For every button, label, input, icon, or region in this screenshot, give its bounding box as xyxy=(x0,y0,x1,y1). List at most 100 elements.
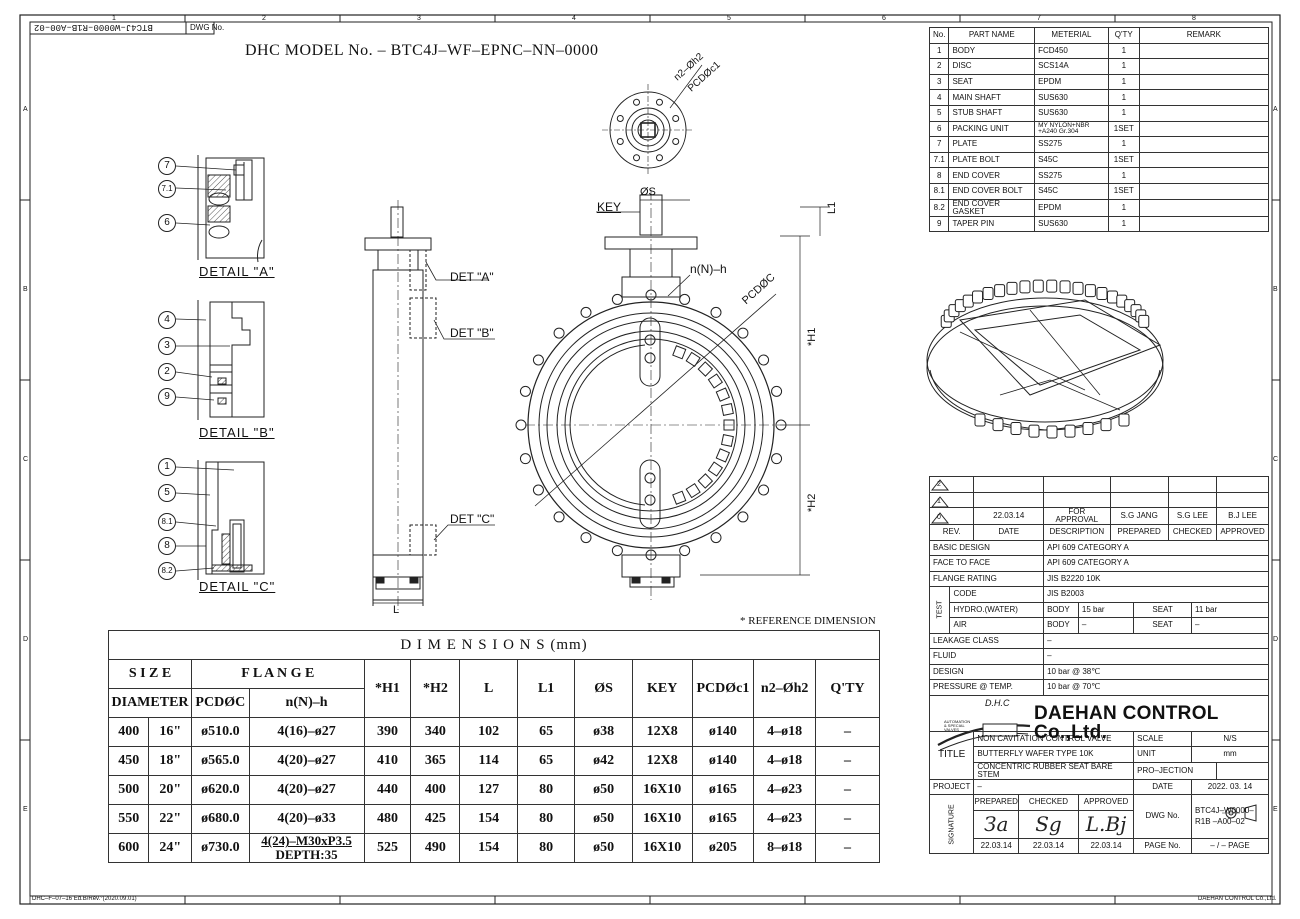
spec-label: BASIC DESIGN xyxy=(928,539,1045,556)
parts-cell: PLATE xyxy=(948,136,1036,153)
parts-cell: 5 xyxy=(928,104,950,122)
grid-row-d: D xyxy=(23,636,29,643)
cell: 400 xyxy=(410,775,461,805)
cell: 4–ø18 xyxy=(753,717,817,747)
cell: 440 xyxy=(363,775,412,805)
bolt-hole xyxy=(710,306,722,318)
bolt-hole xyxy=(679,545,691,557)
cell: – xyxy=(815,717,880,747)
spec-label: SEAT xyxy=(1133,601,1193,618)
bolt-hole xyxy=(519,385,531,397)
parts-cell: PLATE BOLT xyxy=(948,151,1036,169)
cell: 154 xyxy=(459,804,518,834)
page-label: PAGE No. xyxy=(1133,837,1193,854)
parts-cell xyxy=(1138,42,1270,60)
parts-cell xyxy=(1138,182,1270,200)
disc-tooth xyxy=(982,286,994,300)
cell: 600 xyxy=(107,833,150,863)
parts-cell: 7.1 xyxy=(928,151,950,169)
parts-cell: 6 xyxy=(928,120,950,138)
bolt-hole xyxy=(710,532,722,544)
seat-mark xyxy=(672,345,687,360)
spec-value: – xyxy=(1043,648,1269,665)
bolt-hole xyxy=(775,419,787,431)
parts-header: PART NAME xyxy=(948,27,1036,44)
parts-cell xyxy=(1138,104,1270,122)
detail-b-drawing xyxy=(175,300,265,420)
cell: 365 xyxy=(410,746,461,776)
parts-cell: 1 xyxy=(1107,215,1140,233)
parts-cell: 1 xyxy=(1107,136,1140,153)
cell: 16X10 xyxy=(631,775,693,805)
seat-mark xyxy=(720,434,734,447)
parts-cell: EPDM xyxy=(1034,73,1109,91)
callout-nnh: n(N)–h xyxy=(690,262,727,276)
parts-cell: 3 xyxy=(928,73,950,91)
grid-col-1: 1 xyxy=(112,15,116,22)
cell: 102 xyxy=(459,717,518,747)
parts-cell xyxy=(1138,151,1270,169)
disc-tooth xyxy=(1059,280,1071,294)
grid-row-b-right: B xyxy=(1273,286,1278,293)
disc-tooth xyxy=(1046,279,1058,293)
isometric-disc-drawing xyxy=(926,297,1164,431)
seat-mark xyxy=(707,373,724,389)
signature-checked: Sg xyxy=(1018,809,1079,839)
cell: 80 xyxy=(516,804,576,834)
flange-bolt-hole xyxy=(616,115,624,123)
spec-value: JIS B2220 10K xyxy=(1043,570,1269,587)
seat-mark xyxy=(707,461,724,477)
bolt-hole xyxy=(758,354,770,366)
disc-tooth xyxy=(1138,314,1150,328)
flange-bolt-hole xyxy=(633,98,641,106)
logo-small-text: AUTOMATION & SPECIAL VALVES xyxy=(944,718,971,732)
parts-cell xyxy=(1138,136,1270,153)
cell: 12X8 xyxy=(631,746,693,776)
dim-h1-label: *H1 xyxy=(806,327,818,346)
cell: ø620.0 xyxy=(191,775,250,805)
title-line-2: BUTTERFLY WAFER TYPE 10K xyxy=(973,746,1135,763)
parts-cell xyxy=(1138,120,1270,138)
callout-det-b: DET "B" xyxy=(450,326,494,340)
detail-c-label: DETAIL "C" xyxy=(199,579,276,594)
disc-tooth xyxy=(972,290,984,304)
spec-value: 11 bar xyxy=(1191,601,1269,618)
balloon-part-1: 1 xyxy=(158,458,176,476)
size-header: S I Z E xyxy=(107,659,193,689)
rev0-date: 22.03.14 xyxy=(973,507,1045,525)
seat-mark xyxy=(720,403,734,416)
nnh-header: n(N)–h xyxy=(248,688,365,718)
parts-cell xyxy=(1138,198,1270,217)
grid-col-5: 5 xyxy=(727,15,731,22)
rev-header: REV. xyxy=(928,524,975,541)
callout-os: ØS xyxy=(640,186,656,198)
flange-bolt-hole xyxy=(633,154,641,162)
disc-tooth xyxy=(1072,281,1084,295)
cell: 4(16)–ø27 xyxy=(248,717,365,747)
top-flange-view xyxy=(602,64,703,176)
dim-h2-label: *H2 xyxy=(806,493,818,512)
spec-value: – xyxy=(1077,617,1135,634)
flange-bolt-hole xyxy=(616,137,624,145)
balloon-part-7: 7 xyxy=(158,157,176,175)
grid-row-e: E xyxy=(23,806,28,813)
bolt-hole xyxy=(519,453,531,465)
signature-prepared: За xyxy=(973,809,1020,839)
bolt-hole xyxy=(515,419,527,431)
seat-mark xyxy=(723,419,735,431)
cell: 490 xyxy=(410,833,461,863)
signature-label: SIGNATURE xyxy=(928,794,975,854)
cell: ø565.0 xyxy=(191,746,250,776)
cell: 16" xyxy=(148,717,193,747)
signature-approved: L.Bj xyxy=(1077,809,1135,839)
cell: 22" xyxy=(148,804,193,834)
h1-header: *H1 xyxy=(363,659,412,718)
company-name: DAEHAN CONTROL Co.,Ltd. xyxy=(1034,702,1219,743)
